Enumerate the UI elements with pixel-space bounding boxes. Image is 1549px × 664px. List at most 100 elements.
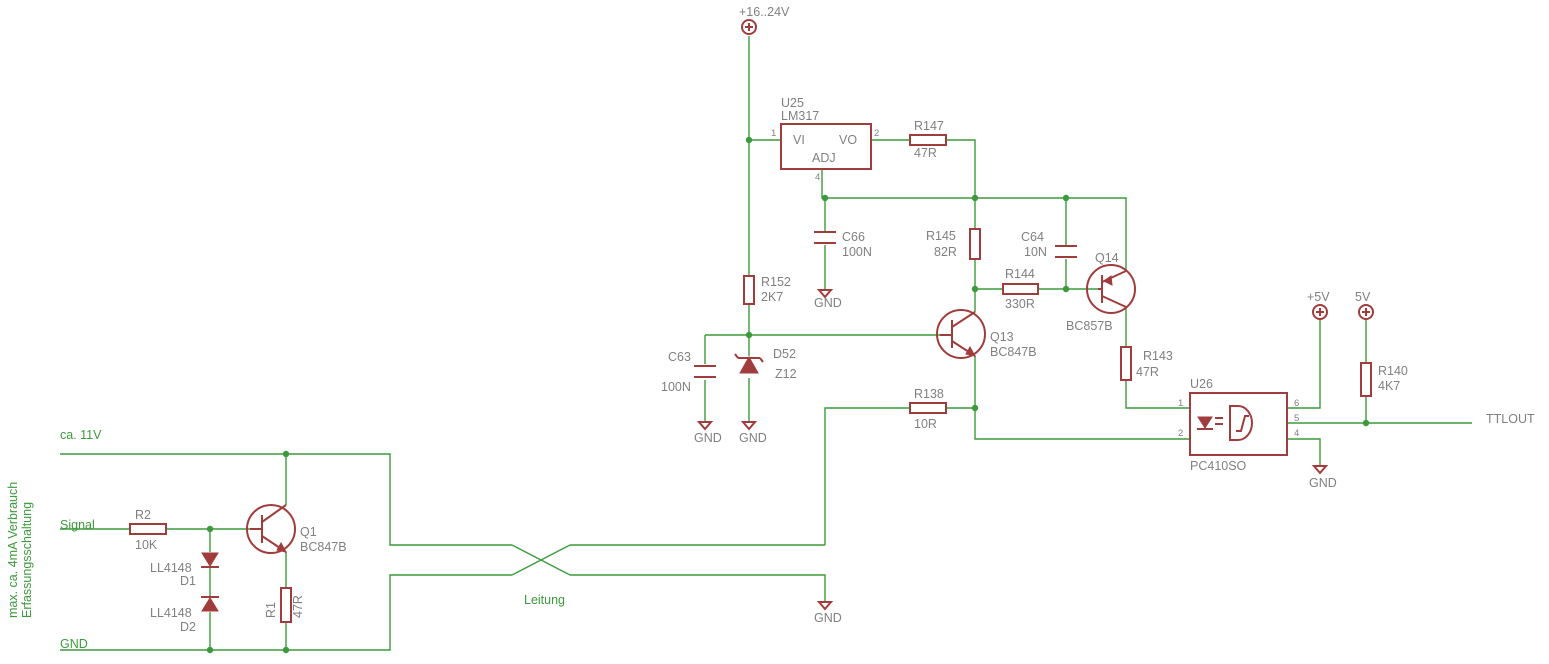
resistor-r145: R145 82R: [926, 228, 981, 260]
resistor-r2: R2 10K: [129, 508, 167, 552]
svg-text:6: 6: [1294, 398, 1299, 409]
svg-text:47R: 47R: [914, 146, 937, 160]
svg-text:Q13: Q13: [990, 330, 1014, 344]
circuit-annotation: max. ca. 4mA Verbrauch Erfassungsschaltu…: [6, 482, 34, 618]
svg-text:Q1: Q1: [300, 525, 317, 539]
capacitor-c66: C66 100N: [814, 230, 872, 259]
svg-text:2: 2: [1178, 428, 1183, 439]
svg-text:1: 1: [1178, 398, 1183, 409]
supply-symbol-in: +16..24V: [739, 5, 790, 35]
wires: [60, 36, 1472, 651]
svg-text:R140: R140: [1378, 364, 1408, 378]
svg-text:LM317: LM317: [781, 109, 819, 123]
resistor-r143: R143 47R: [1120, 346, 1173, 381]
transistor-q1: Q1 BC847B: [246, 504, 347, 554]
resistor-r152: R152 2K7: [743, 275, 791, 305]
zener-d52: D52 Z12: [734, 347, 797, 381]
svg-text:BC847B: BC847B: [300, 540, 347, 554]
svg-text:330R: 330R: [1005, 297, 1035, 311]
svg-text:C63: C63: [668, 350, 691, 364]
junction-dots: [206, 136, 1370, 654]
resistor-r147: R147 47R: [909, 119, 947, 160]
transistor-q14: Q14 BC857B: [1066, 251, 1136, 333]
svg-text:4K7: 4K7: [1378, 379, 1400, 393]
svg-text:Erfassungsschaltung: Erfassungsschaltung: [20, 502, 34, 618]
svg-text:LL4148: LL4148: [150, 561, 192, 575]
svg-text:Q14: Q14: [1095, 251, 1119, 265]
svg-text:ca. 11V: ca. 11V: [60, 428, 102, 442]
svg-text:R147: R147: [914, 119, 944, 133]
svg-text:C64: C64: [1021, 230, 1044, 244]
svg-text:Signal: Signal: [60, 518, 95, 532]
svg-text:PC410SO: PC410SO: [1190, 459, 1247, 473]
svg-text:10K: 10K: [135, 538, 158, 552]
svg-text:U25: U25: [781, 96, 804, 110]
svg-text:1: 1: [771, 128, 776, 139]
resistor-r144: R144 330R: [1002, 267, 1039, 311]
svg-text:ADJ: ADJ: [812, 151, 836, 165]
svg-text:BC857B: BC857B: [1066, 319, 1113, 333]
svg-text:Z12: Z12: [775, 367, 797, 381]
supply-symbol-plus5v: +5V: [1307, 290, 1330, 320]
svg-text:Leitung: Leitung: [524, 593, 565, 607]
svg-text:D2: D2: [180, 620, 196, 634]
transistor-q13: Q13 BC847B: [936, 309, 1037, 359]
resistor-r138: R138 10R: [909, 387, 947, 431]
svg-text:GND: GND: [1309, 476, 1337, 490]
svg-text:10N: 10N: [1024, 245, 1047, 259]
svg-text:VI: VI: [793, 133, 805, 147]
svg-text:GND: GND: [814, 611, 842, 625]
diode-d1: LL4148 D1: [150, 552, 219, 588]
svg-text:VO: VO: [839, 133, 857, 147]
svg-text:R138: R138: [914, 387, 944, 401]
resistor-r1: R1 47R: [264, 587, 305, 623]
svg-text:4: 4: [815, 172, 820, 183]
resistor-r140: R140 4K7: [1360, 362, 1408, 397]
svg-text:TTLOUT: TTLOUT: [1486, 412, 1535, 426]
svg-text:GND: GND: [814, 296, 842, 310]
svg-text:2: 2: [874, 128, 879, 139]
svg-text:5: 5: [1294, 413, 1299, 424]
svg-text:R145: R145: [926, 229, 956, 243]
svg-text:R144: R144: [1005, 267, 1035, 281]
svg-text:5V: 5V: [1355, 290, 1371, 304]
svg-text:100N: 100N: [842, 245, 872, 259]
svg-text:D52: D52: [773, 347, 796, 361]
supply-symbol-5v: 5V: [1355, 290, 1374, 320]
svg-text:C66: C66: [842, 230, 865, 244]
svg-text:4: 4: [1294, 428, 1299, 439]
gnd-symbol-cable: GND: [814, 601, 842, 625]
svg-text:max. ca. 4mA Verbrauch: max. ca. 4mA Verbrauch: [6, 482, 20, 618]
gnd-symbol-c66: GND: [814, 289, 842, 310]
optocoupler-u26: 1 2 6 5 4 U26 PC410SO: [1178, 377, 1299, 473]
capacitor-c64: C64 10N: [1021, 230, 1077, 259]
svg-text:R143: R143: [1143, 349, 1173, 363]
svg-text:2K7: 2K7: [761, 290, 783, 304]
svg-text:+5V: +5V: [1307, 290, 1330, 304]
svg-text:47R: 47R: [291, 595, 305, 618]
svg-text:U26: U26: [1190, 377, 1213, 391]
svg-text:47R: 47R: [1136, 365, 1159, 379]
diode-d2: LL4148 D2: [150, 596, 219, 634]
svg-text:R2: R2: [135, 508, 151, 522]
svg-text:10R: 10R: [914, 417, 937, 431]
gnd-symbol-opto: GND: [1309, 465, 1337, 490]
svg-text:82R: 82R: [934, 245, 957, 259]
gnd-symbol-c63: GND: [694, 421, 722, 445]
svg-text:BC847B: BC847B: [990, 345, 1037, 359]
regulator-u25: VI VO ADJ 1 2 4 U25 LM317: [771, 96, 879, 183]
svg-text:LL4148: LL4148: [150, 606, 192, 620]
svg-text:D1: D1: [180, 574, 196, 588]
gnd-symbol-d52: GND: [739, 421, 767, 445]
net-labels: TTLOUT ca. 11V Signal GND Leitung: [60, 412, 1535, 651]
svg-text:GND: GND: [694, 431, 722, 445]
svg-text:R152: R152: [761, 275, 791, 289]
svg-text:+16..24V: +16..24V: [739, 5, 790, 19]
svg-text:GND: GND: [739, 431, 767, 445]
svg-text:100N: 100N: [661, 380, 691, 394]
capacitor-c63: C63 100N: [661, 350, 716, 394]
svg-text:R1: R1: [264, 602, 278, 618]
svg-text:GND: GND: [60, 637, 88, 651]
